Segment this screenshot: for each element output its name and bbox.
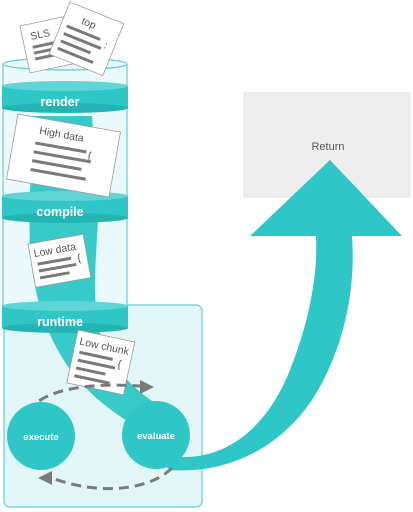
node-evaluate-label: evaluate <box>137 431 175 442</box>
card-top-mark: : <box>102 39 109 51</box>
stage-label-runtime: runtime <box>37 315 83 329</box>
stage-label-compile: compile <box>36 205 83 219</box>
card-top: top : <box>48 1 125 77</box>
node-execute-label: execute <box>23 432 58 443</box>
stage-band-render: render <box>2 81 128 113</box>
card-sls-label: SLS <box>29 27 51 43</box>
stage-label-render: render <box>41 95 80 109</box>
card-low-chunk-brace: { <box>117 358 123 371</box>
node-execute: execute <box>7 402 75 470</box>
card-top-label: top <box>80 15 98 32</box>
cycle-arrowhead-left <box>38 471 52 485</box>
card-low-data-brace: { <box>76 252 82 265</box>
card-high-data: High data { <box>6 113 121 198</box>
cycle-arrowhead-right <box>140 380 154 394</box>
card-high-data-brace: { <box>87 150 93 163</box>
return-arrow <box>150 160 402 471</box>
return-label: Return <box>311 141 344 153</box>
node-evaluate: evaluate <box>122 401 190 469</box>
card-low-data: Low data { <box>27 233 92 288</box>
card-low-chunk: Low chunk { <box>66 329 136 396</box>
stage-band-runtime: runtime <box>2 301 128 333</box>
